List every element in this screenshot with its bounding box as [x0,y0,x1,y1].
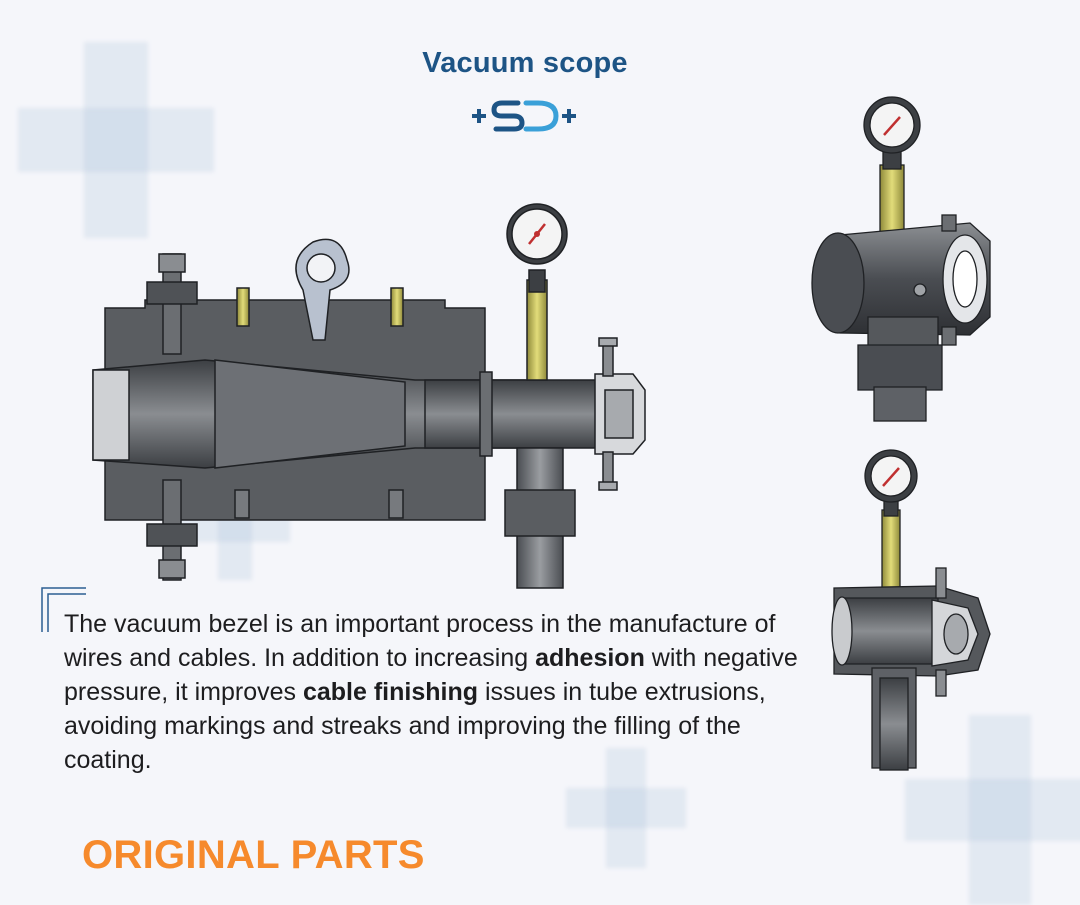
background-cross-bottom-center [566,748,686,868]
description-text: The vacuum bezel is an important process… [64,607,824,777]
sd-monogram [491,100,559,132]
vacuum-scope-cutaway-view [831,449,991,771]
gauge-icon [863,96,921,154]
page-title: Vacuum scope [422,47,628,80]
vacuum-scope-section-drawing [92,203,646,589]
lifting-eye-icon [295,238,350,341]
original-parts-label: ORIGINAL PARTS [82,833,425,877]
description-part-1: The vacuum bezel is an important process… [64,610,776,672]
gauge-icon [506,203,568,265]
background-cross-top-left [18,42,214,238]
background-cross-bottom-right [905,715,1080,905]
description-bold-adhesion: adhesion [535,644,645,672]
description-bold-cable-finishing: cable finishing [302,678,478,706]
description-part-2: with negative pressure, it improves [64,644,798,706]
plus-icon [472,109,576,123]
description-part-3: issues in tube extrusions, avoiding mark… [64,678,766,774]
brand-logo [472,100,576,132]
corner-bracket-decoration [41,587,86,632]
bolt-icon [598,337,618,491]
vacuum-scope-3d-view-top [811,96,991,422]
gauge-icon [864,449,918,503]
